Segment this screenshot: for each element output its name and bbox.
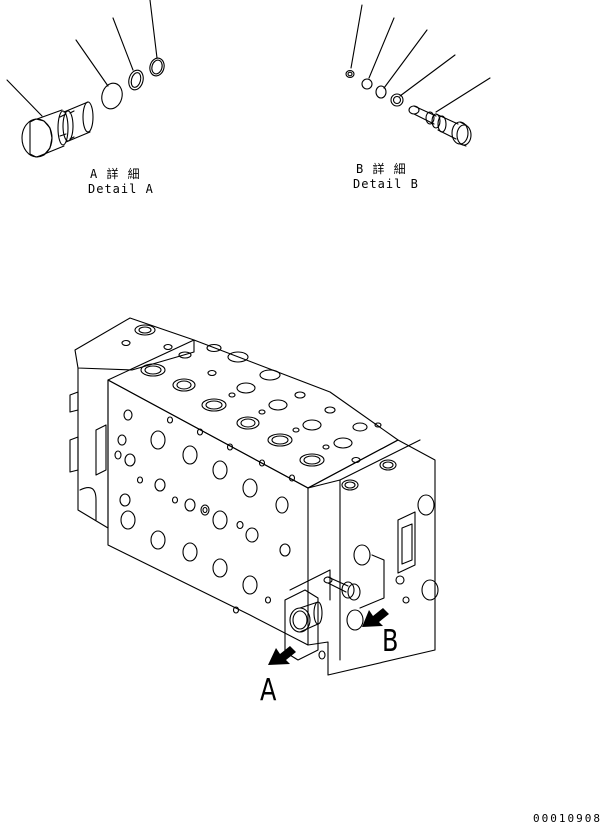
o-ring-a1 bbox=[101, 82, 123, 110]
view-label-b: B bbox=[382, 624, 399, 659]
valve-part bbox=[408, 105, 472, 147]
detail-b-caption-en: Detail B bbox=[353, 177, 419, 191]
view-arrow-a bbox=[268, 646, 296, 665]
drawing-number: 00010908 bbox=[533, 812, 602, 825]
end-cap-fittings bbox=[318, 459, 439, 660]
view-label-a: A bbox=[260, 673, 277, 708]
detail-b-caption-jp: B 詳 細 bbox=[356, 162, 407, 176]
ring-b1 bbox=[345, 69, 355, 79]
detail-b-parts bbox=[345, 4, 491, 147]
plug-part bbox=[21, 101, 94, 158]
o-ring-a3 bbox=[149, 57, 165, 77]
o-ring-a2 bbox=[128, 69, 144, 91]
detail-a-caption-en: Detail A bbox=[88, 182, 154, 196]
top-face-ports bbox=[140, 343, 382, 467]
view-arrow-b bbox=[362, 608, 389, 627]
ring-b4 bbox=[390, 93, 404, 107]
detail-a-caption-jp: A 詳 細 bbox=[90, 167, 141, 181]
mounted-valve-b bbox=[323, 576, 361, 601]
control-valve-block bbox=[69, 317, 439, 676]
front-face-ports bbox=[114, 409, 296, 614]
detail-a-parts bbox=[6, 0, 165, 158]
ring-b3 bbox=[375, 85, 387, 99]
ring-b2 bbox=[361, 78, 373, 90]
